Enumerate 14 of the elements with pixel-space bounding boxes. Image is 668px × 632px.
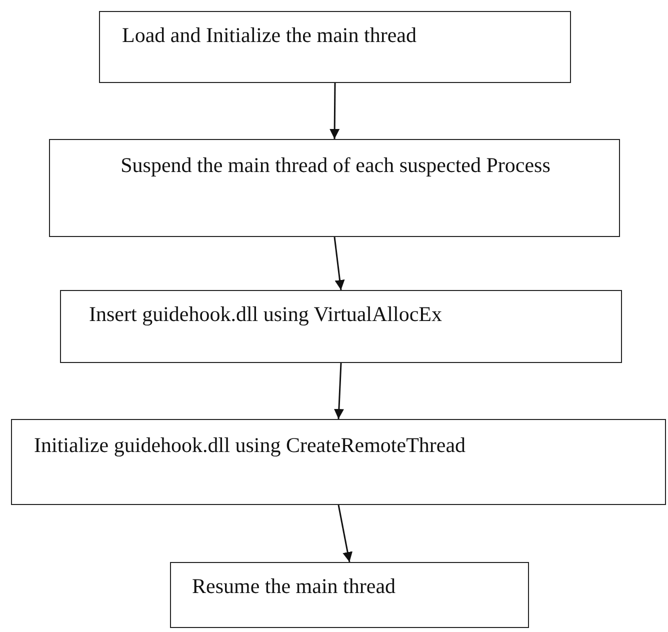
step-text: Insert guidehook.dll using VirtualAllocEx (89, 301, 443, 328)
process-box (99, 11, 571, 83)
arrow (334, 236, 345, 290)
arrow (338, 504, 353, 562)
step-text: Suspend the main thread of each suspected Process (120, 152, 552, 179)
arrow (330, 83, 340, 139)
process-box (60, 290, 622, 363)
process-box (11, 419, 666, 505)
step-text: Initialize guidehook.dll using CreateRemoteThread (34, 432, 467, 459)
step-text: Load and Initialize the main thread (122, 22, 418, 49)
process-box (170, 562, 529, 628)
arrow (334, 362, 344, 420)
process-box (49, 139, 620, 237)
step-text: Resume the main thread (192, 573, 397, 600)
